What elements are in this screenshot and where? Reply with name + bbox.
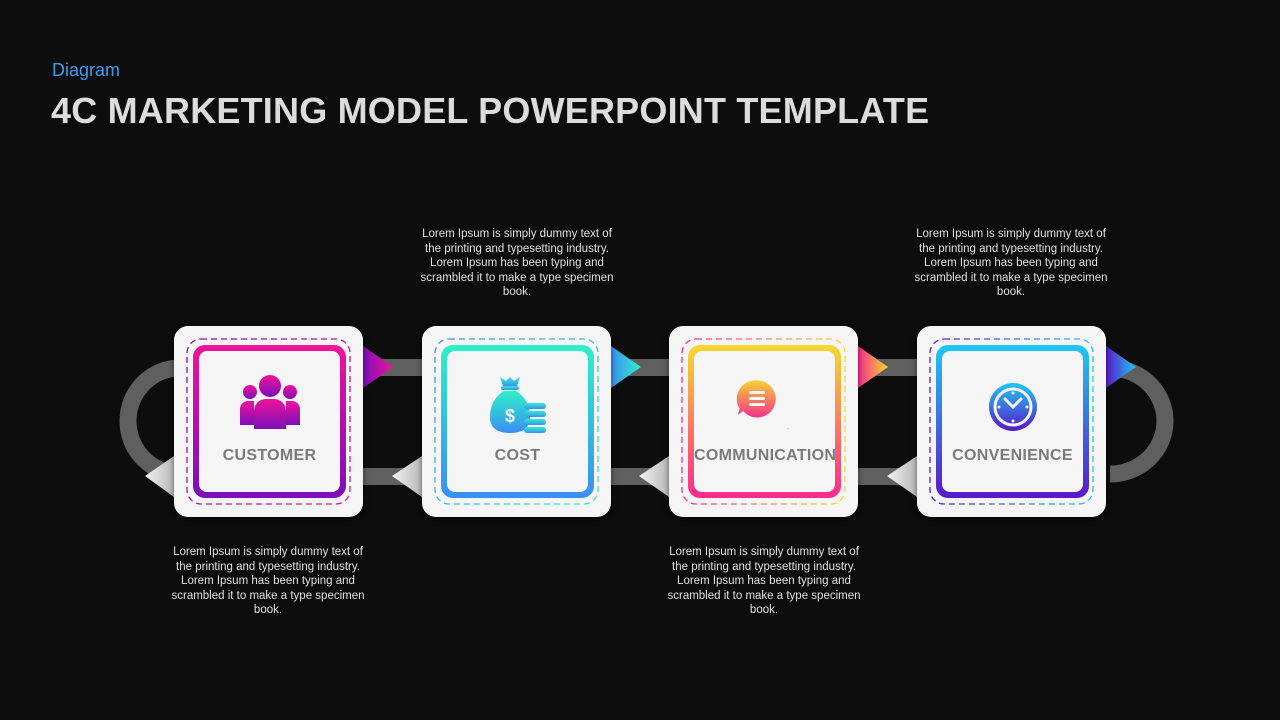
description-cost: Lorem Ipsum is simply dummy text of the … bbox=[420, 228, 614, 299]
card-label: CONVENIENCE bbox=[952, 447, 1073, 464]
description-communication: Lorem Ipsum is simply dummy text of the … bbox=[667, 546, 861, 617]
card-label: COMMUNICATION bbox=[694, 447, 837, 464]
dashed-frame bbox=[434, 338, 599, 505]
arrow-right-icon bbox=[611, 346, 641, 388]
clock-icon bbox=[988, 383, 1037, 431]
card-customer[interactable]: CUSTOMER bbox=[174, 326, 363, 517]
slide-title: 4C MARKETING MODEL POWERPOINT TEMPLATE bbox=[51, 90, 930, 131]
arrow-right-icon bbox=[858, 346, 888, 388]
description-customer: Lorem Ipsum is simply dummy text of the … bbox=[171, 546, 365, 617]
arrow-left-icon bbox=[145, 456, 174, 497]
chat-bubbles-icon bbox=[732, 377, 796, 437]
svg-text:$: $ bbox=[504, 406, 514, 426]
card-label: CUSTOMER bbox=[222, 447, 317, 464]
gradient-frame: CUSTOMER bbox=[193, 345, 346, 498]
right-loop bbox=[1109, 359, 1174, 483]
dashed-frame bbox=[186, 338, 351, 505]
card-label: COST bbox=[494, 447, 541, 464]
arrow-left-icon bbox=[887, 456, 917, 497]
card-communication[interactable]: COMMUNICATION bbox=[669, 326, 858, 517]
description-convenience: Lorem Ipsum is simply dummy text of the … bbox=[914, 228, 1108, 299]
arrow-right-icon bbox=[363, 346, 393, 388]
gradient-frame: CONVENIENCE bbox=[936, 345, 1089, 498]
arrow-left-icon bbox=[639, 456, 669, 497]
dashed-frame bbox=[681, 338, 846, 505]
card-convenience[interactable]: CONVENIENCE bbox=[917, 326, 1106, 517]
dashed-frame bbox=[929, 338, 1094, 505]
gradient-frame: COMMUNICATION bbox=[688, 345, 841, 498]
arrow-left-icon bbox=[392, 456, 422, 497]
people-group-icon bbox=[239, 375, 300, 429]
money-bag-coins-icon: $ bbox=[489, 377, 546, 433]
arrow-right-icon bbox=[1106, 346, 1136, 388]
slide-subtitle: Diagram bbox=[52, 60, 121, 80]
gradient-frame: $ COST bbox=[441, 345, 594, 498]
card-cost[interactable]: $ COST bbox=[422, 326, 611, 517]
